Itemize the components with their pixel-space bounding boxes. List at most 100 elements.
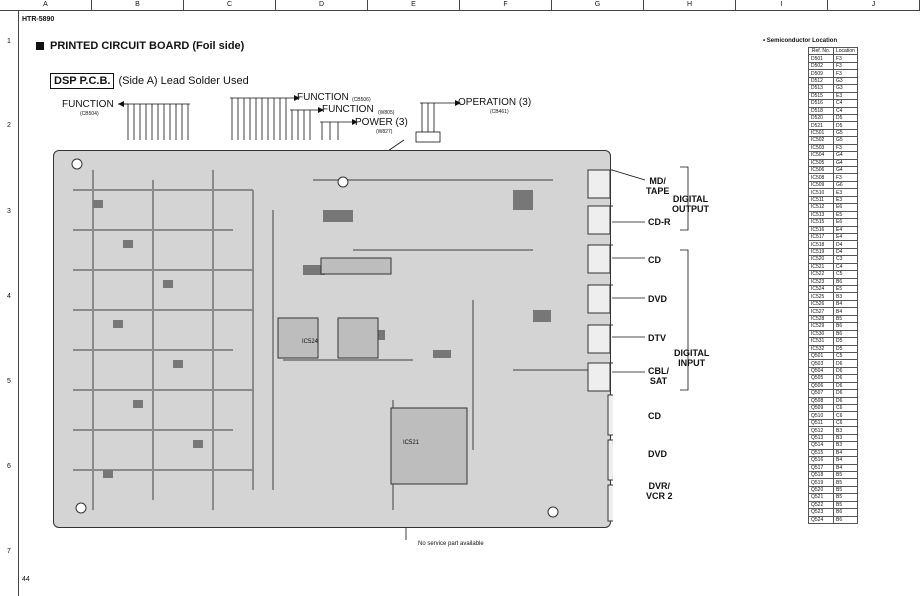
ref-no-cell: Q517 <box>808 463 834 472</box>
ref-no-cell: IC506 <box>808 165 834 175</box>
location-cell: B6 <box>833 508 858 517</box>
connector-power-label: POWER (3) <box>355 117 408 128</box>
connector-operation-sub: (CB461) <box>490 109 509 115</box>
location-cell: F3 <box>833 143 858 153</box>
row-ruler: 1 2 3 4 5 6 7 <box>0 10 19 596</box>
page-number: 44 <box>22 576 30 583</box>
ref-no-cell: IC505 <box>808 158 834 168</box>
ref-no-cell: IC531 <box>808 337 834 346</box>
connector-function-cb506-label: FUNCTION <box>297 92 349 103</box>
ref-no-cell: IC530 <box>808 329 834 339</box>
location-cell: E5 <box>833 210 858 220</box>
location-cell: D6 <box>833 359 858 368</box>
connector-function-cb504-label: FUNCTION <box>62 99 114 110</box>
ref-no-cell: IC501 <box>808 128 834 138</box>
header-location: Location <box>833 46 858 56</box>
location-cell: B4 <box>833 299 858 309</box>
io-label-cd-optical: CD <box>648 255 661 265</box>
ref-no-cell: D501 <box>808 54 834 63</box>
chip-label-ic524: IC524 <box>302 339 319 345</box>
connector-operation-label: OPERATION (3) <box>458 97 532 108</box>
column-label: F <box>460 0 552 10</box>
board-name: DSP P.C.B. <box>50 73 115 89</box>
location-cell: G3 <box>833 76 858 86</box>
location-cell: D5 <box>833 337 858 346</box>
ref-no-cell: IC521 <box>808 262 834 272</box>
location-cell: B4 <box>833 456 858 465</box>
location-cell: C4 <box>833 99 858 108</box>
row-label: 4 <box>7 293 11 300</box>
ref-no-cell: D516 <box>808 99 834 108</box>
location-cell: E3 <box>833 91 858 101</box>
ref-no-cell: IC512 <box>808 203 834 212</box>
ref-no-cell: IC517 <box>808 232 834 242</box>
ref-no-cell: Q523 <box>808 508 834 517</box>
chip-label-ic521: IC521 <box>403 440 420 446</box>
ref-no-cell: Q509 <box>808 403 834 413</box>
ref-no-cell: IC516 <box>808 225 834 234</box>
location-cell: D6 <box>833 389 858 398</box>
location-cell: G5 <box>833 128 858 138</box>
location-cell: B3 <box>833 292 858 301</box>
ref-no-cell: IC519 <box>808 247 834 257</box>
location-cell: D5 <box>833 344 858 353</box>
location-cell: E6 <box>833 218 858 227</box>
ref-no-cell: IC510 <box>808 188 834 197</box>
ref-no-cell: IC525 <box>808 292 834 301</box>
ref-no-cell: Q520 <box>808 485 834 495</box>
row-label: 7 <box>7 548 11 555</box>
location-cell: F3 <box>833 61 858 71</box>
location-cell: C6 <box>833 418 858 428</box>
location-cell: B6 <box>833 515 858 525</box>
ref-no-cell: D509 <box>808 69 834 78</box>
location-cell: G3 <box>833 84 858 93</box>
location-cell: B5 <box>833 500 858 510</box>
location-cell: C6 <box>833 403 858 413</box>
io-label-dvd-coax: DVD <box>648 449 668 459</box>
location-cell: C5 <box>833 351 858 361</box>
location-cell: G6 <box>833 180 858 190</box>
ref-no-cell: IC518 <box>808 240 834 249</box>
location-cell: D6 <box>833 366 858 376</box>
ref-no-cell: IC511 <box>808 195 834 205</box>
ref-no-cell: Q510 <box>808 411 834 420</box>
ref-no-cell: IC520 <box>808 255 834 264</box>
location-cell: B5 <box>833 493 858 502</box>
ref-no-cell: IC523 <box>808 277 834 287</box>
ref-no-cell: Q521 <box>808 493 834 502</box>
location-cell: F3 <box>833 54 858 63</box>
ref-no-cell: Q514 <box>808 441 834 450</box>
location-cell: D5 <box>833 113 858 123</box>
